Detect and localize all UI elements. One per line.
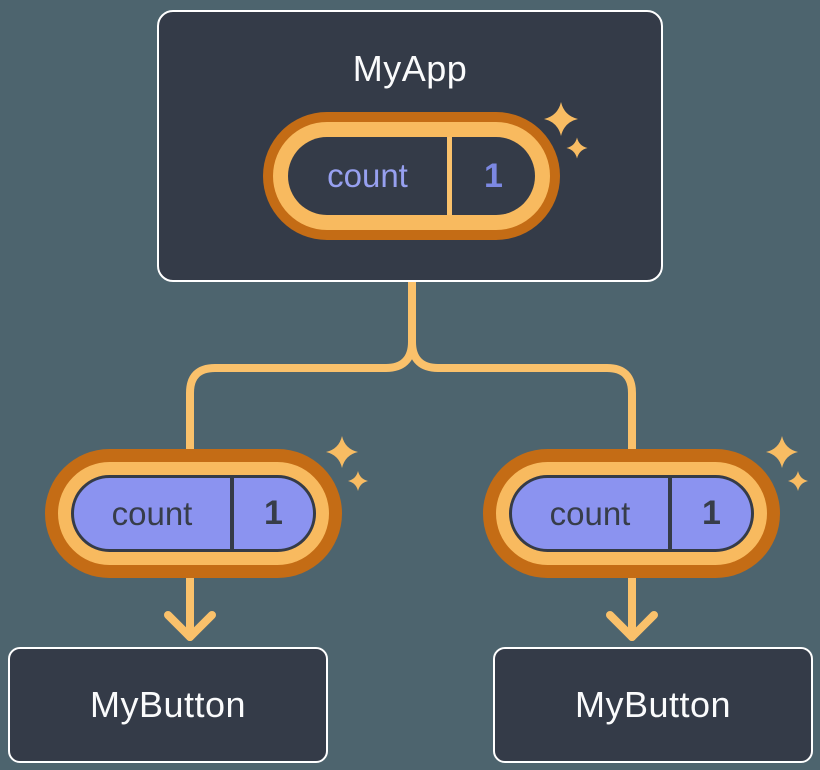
prop-name: count xyxy=(549,494,631,532)
pill-outer-ring: count 1 xyxy=(45,449,342,578)
sparkle-icon xyxy=(788,471,808,491)
prop-pill-left: count 1 xyxy=(45,449,342,578)
prop-pill-right: count 1 xyxy=(483,449,780,578)
arrow-down-icon xyxy=(164,611,216,641)
arrow-down-icon xyxy=(606,611,658,641)
component-title: MyButton xyxy=(574,684,732,725)
state-name-cell: count xyxy=(288,137,452,215)
prop-name-cell: count xyxy=(512,478,672,549)
prop-name: count xyxy=(111,494,193,532)
pill-inner-ring: count 1 xyxy=(58,462,329,565)
component-title: MyApp xyxy=(352,48,468,89)
state-value: 1 xyxy=(484,156,503,195)
pill-body: count 1 xyxy=(288,137,535,215)
pill-inner-ring: count 1 xyxy=(273,122,550,230)
component-node-mybutton-right: MyButton xyxy=(493,647,813,763)
state-pill-root: count 1 xyxy=(263,112,560,240)
prop-value-cell: 1 xyxy=(672,478,751,549)
component-node-mybutton-left: MyButton xyxy=(8,647,328,763)
sparkle-icon xyxy=(348,471,368,491)
pill-body: count 1 xyxy=(71,475,316,552)
pill-outer-ring: count 1 xyxy=(263,112,560,240)
pill-outer-ring: count 1 xyxy=(483,449,780,578)
pill-inner-ring: count 1 xyxy=(496,462,767,565)
prop-name-cell: count xyxy=(74,478,234,549)
pill-body: count 1 xyxy=(509,475,754,552)
state-value-cell: 1 xyxy=(452,137,535,215)
component-title: MyButton xyxy=(89,684,247,725)
prop-value: 1 xyxy=(264,494,283,532)
prop-value: 1 xyxy=(702,494,721,532)
prop-value-cell: 1 xyxy=(234,478,313,549)
state-name: count xyxy=(327,157,408,194)
